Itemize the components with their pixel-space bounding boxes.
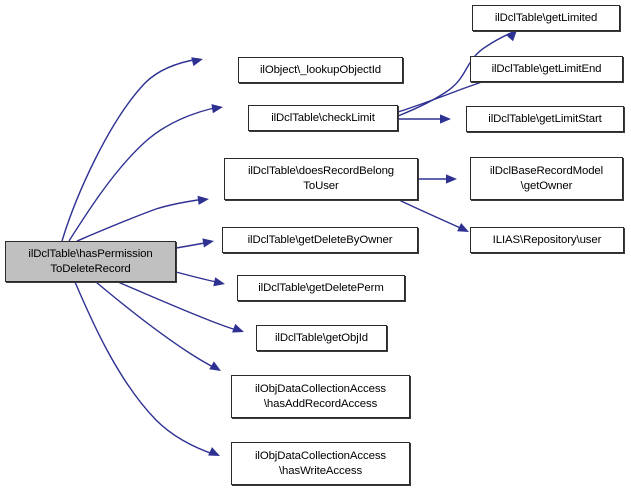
graph-edge-root-to-hasAddRecordAccess	[95, 281, 218, 370]
graph-node-hasWriteAccess[interactable]: ilObjDataCollectionAccess \hasWriteAcces…	[231, 442, 410, 485]
arrowhead-to-getDeletePerm	[213, 277, 225, 287]
graph-node-getDeletePerm[interactable]: ilDclTable\getDeletePerm	[237, 275, 405, 301]
graph-node-checkLimit[interactable]: ilDclTable\checkLimit	[248, 105, 398, 131]
graph-node-doesRecordBelongToUser[interactable]: ilDclTable\doesRecordBelong ToUser	[224, 158, 418, 200]
graph-node-lookupObjectId[interactable]: ilObject\_lookupObjectId	[238, 57, 403, 83]
graph-edge-doesRecordBelongToUser-to-repositoryUser	[398, 199, 466, 231]
arrowhead-to-hasWriteAccess	[208, 447, 220, 456]
graph-edge-root-to-getObjId	[117, 281, 241, 332]
graph-node-root: ilDclTable\hasPermission ToDeleteRecord	[5, 241, 176, 282]
graph-node-getLimitStart[interactable]: ilDclTable\getLimitStart	[466, 106, 624, 132]
graph-edge-root-to-getDeletePerm	[175, 271, 222, 284]
graph-node-repositoryUser[interactable]: ILIAS\Repository\user	[470, 227, 624, 253]
arrowhead-to-checkLimit	[211, 104, 223, 114]
graph-node-getObjId[interactable]: ilDclTable\getObjId	[256, 325, 387, 351]
graph-edge-root-to-hasWriteAccess	[74, 281, 217, 456]
arrowhead-to-getDeleteByOwner	[202, 238, 214, 248]
arrowhead-to-getObjId	[232, 323, 244, 333]
arrowhead-to-repositoryUser	[457, 223, 469, 232]
graph-edge-root-to-lookupObjectId	[61, 58, 200, 242]
arrowhead-to-hasAddRecordAccess	[209, 361, 221, 371]
graph-edge-root-to-checkLimit	[68, 106, 220, 242]
graph-edge-root-to-doesRecordBelongToUser	[76, 198, 206, 242]
graph-node-getLimited[interactable]: ilDclTable\getLimited	[472, 5, 620, 31]
arrowhead-to-getOwner	[446, 174, 457, 184]
graph-node-getLimitEnd[interactable]: ilDclTable\getLimitEnd	[470, 56, 623, 82]
arrowhead-to-lookupObjectId	[191, 57, 203, 67]
arrowhead-to-doesRecordBelongToUser	[197, 195, 209, 205]
graph-node-hasAddRecordAccess[interactable]: ilObjDataCollectionAccess \hasAddRecordA…	[231, 375, 410, 418]
graph-edge-root-to-getDeleteByOwner	[175, 241, 211, 249]
graph-node-getOwner[interactable]: ilDclBaseRecordModel \getOwner	[470, 157, 623, 200]
graph-node-getDeleteByOwner[interactable]: ilDclTable\getDeleteByOwner	[222, 227, 418, 253]
arrowhead-to-getLimitStart	[440, 114, 451, 124]
